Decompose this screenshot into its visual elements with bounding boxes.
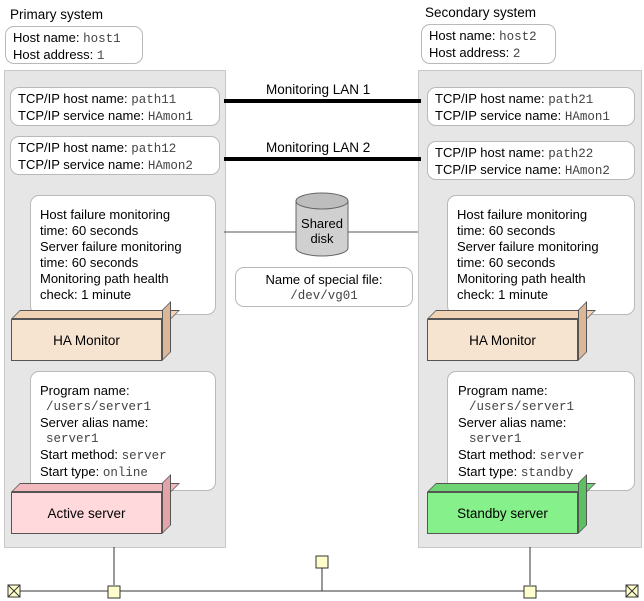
secondary-host-info: Host name: host2 Host address: 2: [421, 24, 556, 64]
primary-lan1-settings: TCP/IP host name: path11 TCP/IP service …: [10, 87, 220, 126]
primary-ha-monitor-box: HA Monitor: [11, 301, 180, 361]
center-lan-connector: [315, 555, 329, 569]
primary-host-address: 1: [96, 49, 105, 63]
primary-system-title: Primary system: [10, 7, 104, 22]
shared-disk-label: Shared disk: [301, 216, 343, 246]
secondary-lan-connector: [523, 585, 537, 599]
special-file-path: /dev/vg01: [290, 289, 358, 303]
special-file-info: Name of special file: /dev/vg01: [235, 267, 413, 307]
primary-monitor-settings: Host failure monitoring time: 60 seconds…: [30, 195, 216, 315]
active-server-box: Active server: [11, 474, 180, 534]
right-terminator-icon: [625, 584, 639, 598]
primary-server-settings: Program name: /users/server1 Server alia…: [30, 371, 216, 491]
secondary-host-name: host2: [499, 30, 537, 44]
active-server-label: Active server: [11, 492, 162, 534]
primary-lan-connector: [107, 585, 121, 599]
primary-ha-monitor-label: HA Monitor: [11, 319, 162, 361]
primary-host-name: host1: [83, 32, 121, 46]
secondary-system-title: Secondary system: [425, 5, 537, 20]
standby-server-box: Standby server: [427, 474, 596, 534]
standby-server-label: Standby server: [427, 492, 578, 534]
primary-lan2-settings: TCP/IP host name: path12 TCP/IP service …: [10, 136, 220, 175]
secondary-ha-monitor-label: HA Monitor: [427, 319, 578, 361]
secondary-ha-monitor-box: HA Monitor: [427, 301, 596, 361]
monitoring-lan-1-label: Monitoring LAN 1: [266, 82, 371, 97]
shared-disk-icon: [295, 192, 349, 257]
secondary-host-address: 2: [512, 47, 521, 61]
monitoring-lan-2-label: Monitoring LAN 2: [266, 140, 371, 155]
primary-host-info: Host name: host1 Host address: 1: [5, 26, 143, 64]
secondary-lan1-settings: TCP/IP host name: path21 TCP/IP service …: [427, 87, 635, 126]
left-terminator-icon: [7, 584, 21, 598]
secondary-lan2-settings: TCP/IP host name: path22 TCP/IP service …: [427, 141, 635, 180]
